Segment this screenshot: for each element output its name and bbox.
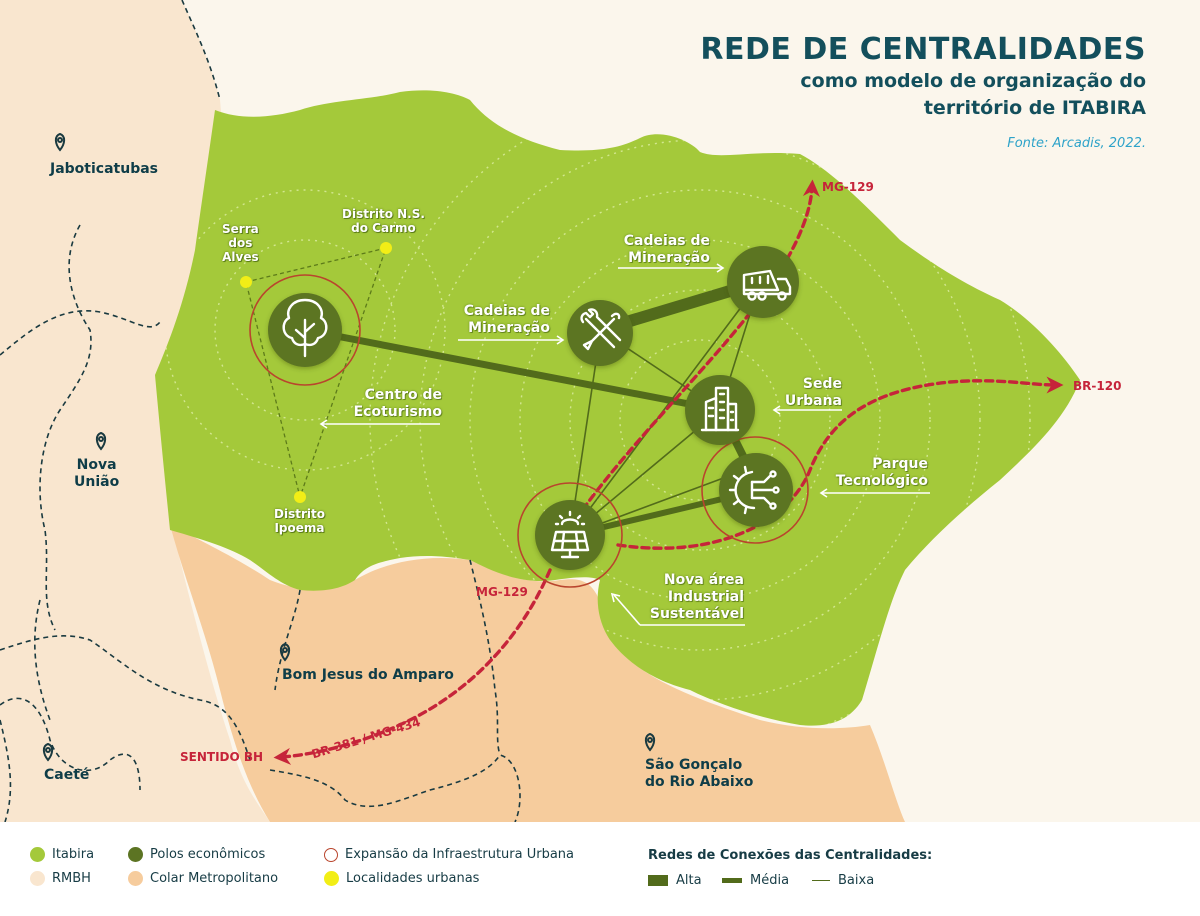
page-subtitle-line-2: território de ITABIRA [923, 97, 1146, 119]
legend-swatch [30, 847, 45, 862]
road-label-sentido-bh: SENTIDO BH [180, 750, 264, 764]
road-mg129-north [548, 179, 820, 562]
municipality-label-jaboticatubas: Jaboticatubas [50, 161, 158, 177]
locality-label-carmo: Distrito N.S. do Carmo [342, 207, 425, 235]
roads [273, 179, 1064, 765]
legend-label: Baixa [838, 873, 875, 888]
legend-network-title: Redes de Conexões das Centralidades: [648, 848, 933, 863]
legend-item-colar: Colar Metropolitano [128, 871, 278, 886]
legend-swatch [128, 847, 143, 862]
map-pins [42, 132, 656, 762]
locality-dot-ipoema [294, 491, 306, 503]
legend-label: Localidades urbanas [346, 871, 480, 886]
legend-item-expansao: Expansão da Infraestrutura Urbana [324, 847, 574, 862]
legend-line-swatch [812, 879, 830, 882]
legend-label: Colar Metropolitano [150, 871, 279, 886]
legend-label: Polos econômicos [150, 847, 266, 862]
map-pin-icon [42, 742, 54, 762]
road-label-mg129-north: MG-129 [822, 180, 874, 194]
pole-label-ecotourism: Centro de Ecoturismo [353, 387, 442, 420]
legend-network-high: Alta [648, 873, 702, 888]
municipality-label-nova-uniao: Nova União [74, 457, 120, 490]
solar-panel-icon [550, 510, 590, 559]
colar-metropolitano-region [170, 525, 905, 822]
influence-rings [164, 90, 1031, 726]
road-label-mg129-south: MG-129 [476, 585, 528, 599]
locality-dots [240, 242, 392, 503]
locality-label-ipoema: Distrito Ipoema [274, 507, 325, 535]
truck-icon [742, 269, 792, 301]
legend-label: Expansão da Infraestrutura Urbana [345, 847, 575, 862]
legend-label: Média [750, 873, 790, 888]
legend-line-swatch [722, 878, 742, 883]
legend-item-polos: Polos econômicos [128, 847, 265, 862]
pole-label-industrial: Nova área Industrial Sustentável [649, 572, 744, 622]
legend-item-rmbh: RMBH [30, 871, 91, 886]
locality-links [245, 247, 388, 500]
legend: Itabira RMBH Polos econômicos Colar Metr… [0, 822, 1200, 916]
legend-label: Itabira [52, 847, 95, 862]
locality-dot-serra-dos-alves [240, 276, 252, 288]
pole-label-urban-seat: Sede Urbana [784, 376, 842, 409]
legend-swatch [128, 871, 143, 886]
municipality-label-bom-jesus: Bom Jesus do Amparo [282, 667, 454, 683]
source-note: Fonte: Arcadis, 2022. [1007, 136, 1146, 151]
municipality-label-caete: Caeté [44, 767, 90, 783]
municipality-label-sao-goncalo: São Gonçalo do Rio Abaixo [645, 757, 754, 790]
expansion-rings [249, 274, 809, 588]
road-br381-mg434 [273, 568, 552, 765]
tools-icon [580, 308, 622, 351]
map-pin-icon [54, 132, 66, 152]
pole-label-mining-truck: Cadeias de Mineração [623, 233, 710, 266]
title-block: REDE DE CENTRALIDADES como modelo de org… [700, 32, 1146, 151]
tree-icon [282, 298, 328, 358]
locality-dot-carmo [380, 242, 392, 254]
network-link-high [301, 326, 724, 414]
buildings-icon [700, 386, 740, 432]
map-pin-icon [279, 642, 291, 662]
legend-line-swatch [648, 875, 668, 886]
pole-industrial [535, 500, 605, 570]
map-pin-icon [95, 431, 107, 451]
legend-network-low: Baixa [812, 873, 874, 888]
road-br120 [616, 376, 1064, 550]
map-pin-icon [644, 732, 656, 752]
legend-item-itabira: Itabira [30, 847, 94, 862]
label-leaders [319, 263, 930, 626]
page-subtitle-line-1: como modelo de organização do [800, 70, 1146, 92]
legend-item-localidades: Localidades urbanas [324, 871, 479, 886]
legend-label: Alta [676, 873, 702, 888]
locality-label-serra-dos-alves: Serra dos Alves [222, 222, 259, 264]
legend-swatch [324, 871, 339, 886]
municipal-boundaries [0, 0, 521, 823]
page-title: REDE DE CENTRALIDADES [700, 32, 1146, 67]
pole-label-tech-park: Parque Tecnológico [835, 456, 928, 489]
legend-network-medium: Média [722, 873, 789, 888]
pole-label-mining-tools: Cadeias de Mineração [463, 303, 550, 336]
legend-swatch [30, 871, 45, 886]
tech-gear-icon [728, 465, 780, 515]
legend-swatch [324, 847, 338, 862]
legend-label: RMBH [52, 871, 91, 886]
road-label-br120: BR-120 [1073, 379, 1122, 393]
